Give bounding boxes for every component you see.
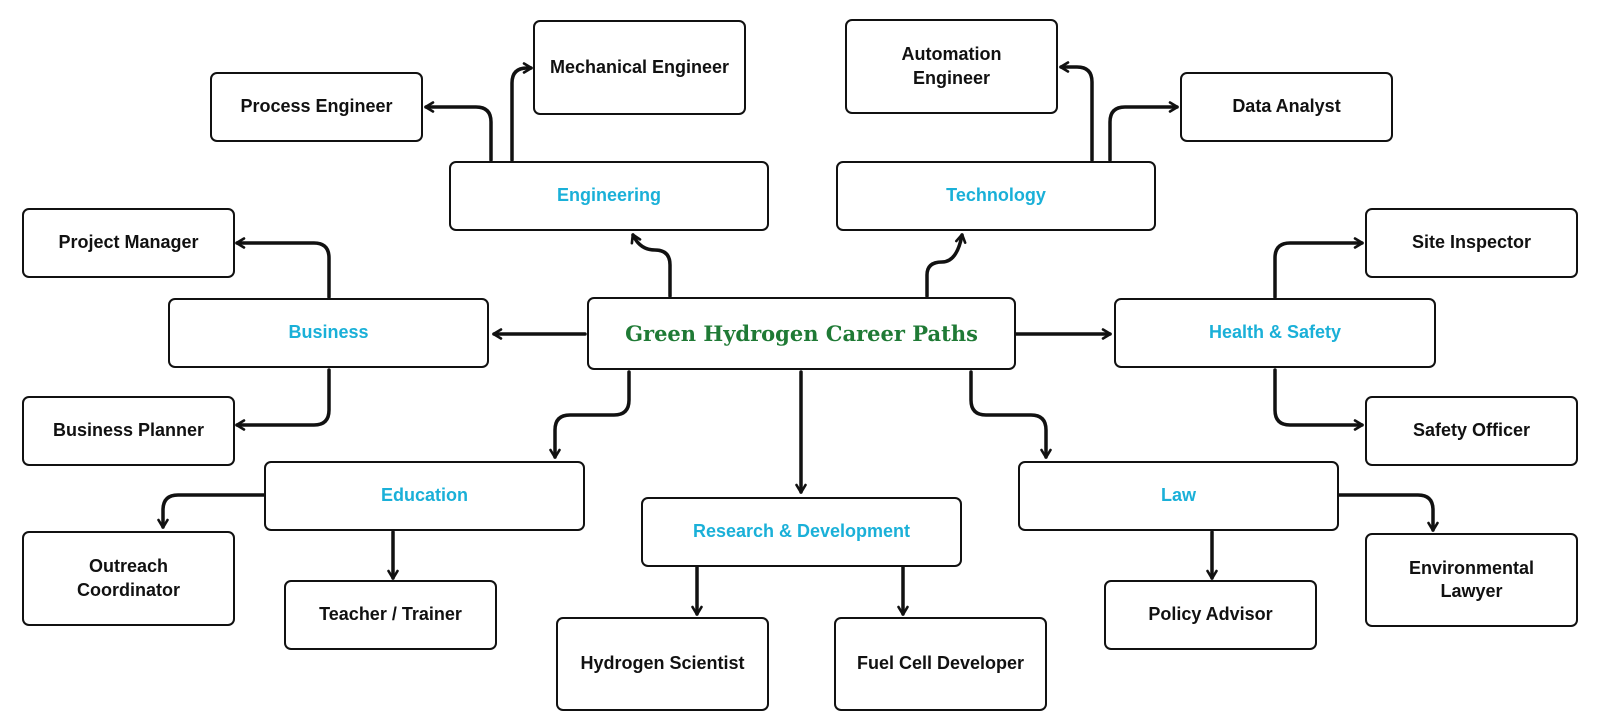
career-label: Process Engineer bbox=[240, 96, 393, 117]
career-label: Site Inspector bbox=[1411, 232, 1532, 253]
center-node: Green Hydrogen Career Paths bbox=[587, 297, 1016, 370]
arrow-to-process-engineer bbox=[424, 101, 493, 162]
career-teacher-trainer: Teacher / Trainer bbox=[284, 580, 497, 650]
arrow-to-law bbox=[969, 370, 1052, 459]
career-label: Policy Advisor bbox=[1148, 604, 1273, 625]
career-label: Mechanical Engineer bbox=[549, 56, 730, 77]
arrow-to-engineering bbox=[630, 233, 672, 298]
category-label: Health & Safety bbox=[1208, 322, 1342, 343]
center-node-label: Green Hydrogen Career Paths bbox=[625, 320, 978, 346]
career-safety-officer: Safety Officer bbox=[1365, 396, 1578, 466]
career-label: Data Analyst bbox=[1232, 96, 1341, 117]
arrow-to-site-inspector bbox=[1273, 237, 1364, 299]
career-outreach-coordinator: Outreach Coordinator bbox=[22, 531, 235, 626]
career-label: Business Planner bbox=[52, 420, 205, 441]
category-education: Education bbox=[264, 461, 585, 531]
category-label: Technology bbox=[946, 185, 1046, 206]
career-mechanical-engineer: Mechanical Engineer bbox=[533, 20, 746, 115]
career-automation-engineer: Automation Engineer bbox=[845, 19, 1058, 114]
category-label: Education bbox=[380, 485, 468, 506]
career-label: Safety Officer bbox=[1412, 420, 1531, 441]
arrow-to-environmental-lawyer bbox=[1337, 493, 1439, 532]
career-hydrogen-scientist: Hydrogen Scientist bbox=[556, 617, 769, 711]
arrow-to-automation-engineer bbox=[1059, 61, 1094, 162]
career-business-planner: Business Planner bbox=[22, 396, 235, 466]
arrow-to-business-planner bbox=[235, 368, 331, 431]
category-label: Law bbox=[1160, 485, 1196, 506]
category-research-development: Research & Development bbox=[641, 497, 962, 567]
career-project-manager: Project Manager bbox=[22, 208, 235, 278]
career-site-inspector: Site Inspector bbox=[1365, 208, 1578, 278]
category-label: Business bbox=[288, 322, 369, 343]
career-label: Environmental Lawyer bbox=[1408, 557, 1535, 601]
arrow-to-safety-officer bbox=[1273, 368, 1364, 431]
career-label: Teacher / Trainer bbox=[319, 604, 462, 625]
category-law: Law bbox=[1018, 461, 1339, 531]
career-label: Outreach Coordinator bbox=[77, 556, 180, 600]
career-label: Hydrogen Scientist bbox=[580, 653, 745, 674]
career-environmental-lawyer: Environmental Lawyer bbox=[1365, 533, 1578, 627]
arrow-to-outreach-coordinator bbox=[157, 493, 266, 529]
category-label: Engineering bbox=[556, 185, 661, 206]
career-label: Project Manager bbox=[58, 232, 199, 253]
arrow-to-technology bbox=[925, 233, 967, 298]
career-policy-advisor: Policy Advisor bbox=[1104, 580, 1317, 650]
arrow-to-project-manager bbox=[235, 237, 331, 299]
category-technology: Technology bbox=[836, 161, 1156, 231]
category-business: Business bbox=[168, 298, 489, 368]
career-process-engineer: Process Engineer bbox=[210, 72, 423, 142]
category-health-safety: Health & Safety bbox=[1114, 298, 1436, 368]
category-label: Research & Development bbox=[692, 521, 911, 542]
arrow-to-data-analyst bbox=[1108, 101, 1179, 162]
arrow-to-mechanical-engineer bbox=[510, 62, 533, 162]
career-data-analyst: Data Analyst bbox=[1180, 72, 1393, 142]
category-engineering: Engineering bbox=[449, 161, 769, 231]
career-label: Automation Engineer bbox=[901, 44, 1002, 88]
career-fuel-cell-developer: Fuel Cell Developer bbox=[834, 617, 1047, 711]
arrow-to-education bbox=[549, 370, 631, 459]
career-label: Fuel Cell Developer bbox=[856, 653, 1025, 674]
